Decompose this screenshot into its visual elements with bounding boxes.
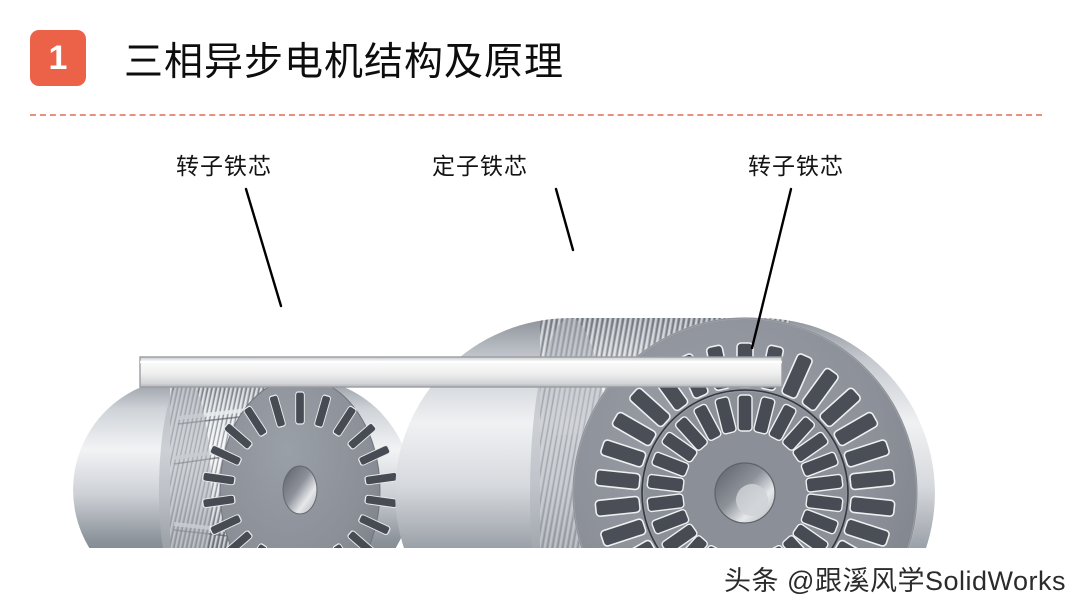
slide-header: 1 三相异步电机结构及原理: [0, 0, 1080, 118]
motor-shaft: [139, 356, 783, 388]
rotor-left-hub: [282, 465, 318, 515]
leader-line-rotor-left: [244, 187, 283, 308]
watermark: 头条 @跟溪风学SolidWorks: [724, 566, 1066, 596]
rotor-left-slot-ring: [201, 391, 399, 548]
leader-line-rotor-right: [750, 187, 793, 350]
motor-diagram: [0, 118, 1080, 548]
callout-label-rotor-right: 转子铁芯: [748, 153, 844, 179]
stator-rim-highlight: [572, 317, 918, 548]
callout-label-rotor-left: 转子铁芯: [176, 153, 272, 179]
callout-label-stator: 定子铁芯: [432, 153, 528, 179]
title-divider: [30, 114, 1042, 116]
motor-diagram-svg: [73, 187, 935, 548]
rotor-right-slot-ring: [646, 394, 844, 548]
rotor-core-left-group: [73, 377, 412, 548]
section-number-badge: 1: [30, 30, 86, 86]
air-gap-boundary: [641, 389, 849, 548]
page-title: 三相异步电机结构及原理: [124, 41, 565, 84]
callout-leader-lines: [244, 187, 793, 350]
rotor-core-right-group: [644, 392, 846, 548]
leader-line-stator: [554, 187, 575, 252]
stator-core-group: [395, 317, 935, 548]
rotor-right-bore: [736, 484, 768, 516]
